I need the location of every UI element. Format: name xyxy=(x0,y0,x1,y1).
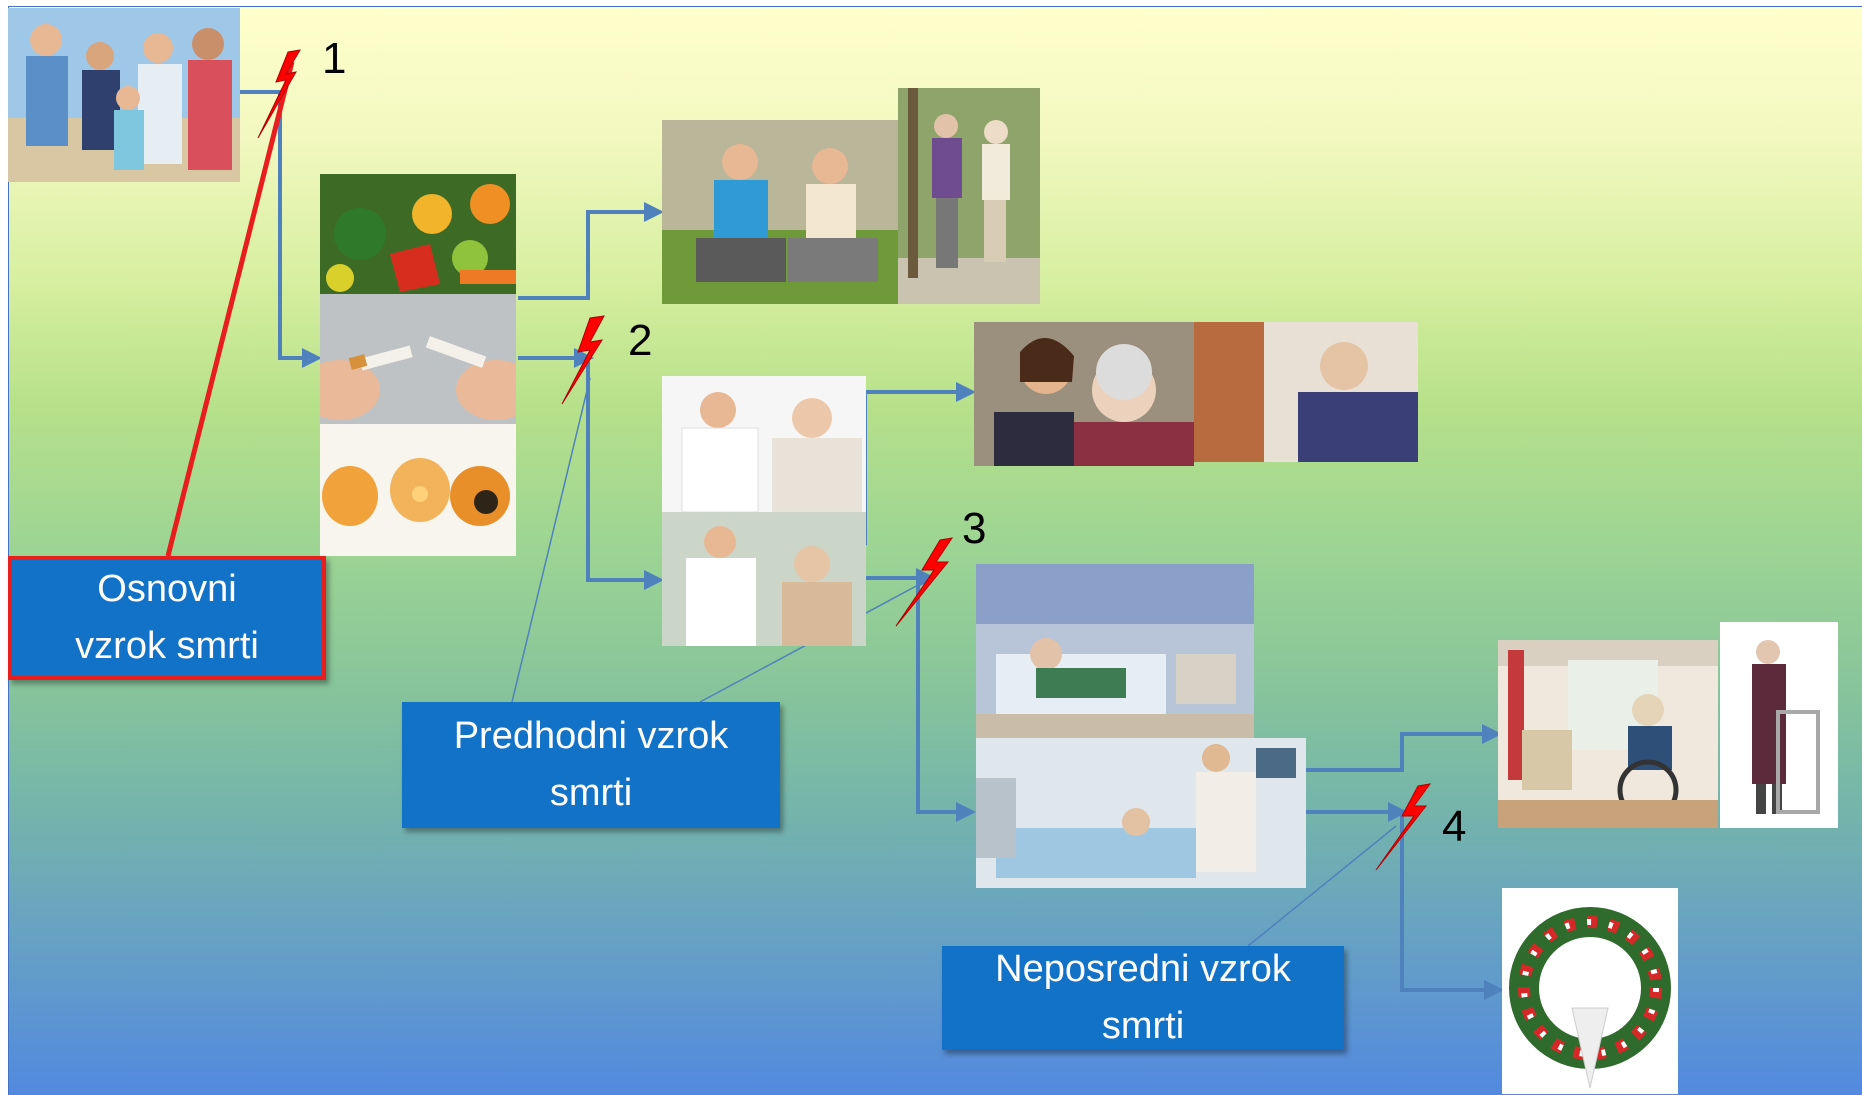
lightning-icon-3 xyxy=(895,537,954,627)
doctor-elderly-man-photo xyxy=(662,376,866,512)
lightning-icon-2 xyxy=(561,315,605,405)
elderly-couple-exercising-photo xyxy=(662,120,898,304)
caregiver-elderly-man-photo xyxy=(1194,322,1418,462)
lightning-icon-4 xyxy=(1375,783,1432,871)
elderly-couple-walking-photo xyxy=(898,88,1040,304)
funeral-wreath-photo xyxy=(1502,888,1678,1094)
arrow-doctor-to-caregiver xyxy=(863,382,976,545)
caregiver-elderly-woman-photo xyxy=(974,322,1194,466)
label-osnovni-text: Osnovni vzrok smrti xyxy=(75,568,259,667)
family-photo xyxy=(8,8,240,182)
step-number-1: 1 xyxy=(322,34,347,83)
lightning-icon-1 xyxy=(257,49,301,139)
walker-photo xyxy=(1720,622,1838,828)
wheelchair-photo xyxy=(1498,640,1718,828)
label-neposredni-vzrok: Neposredni vzrok smrti xyxy=(942,946,1344,1050)
arrow-icu-to-wheelchair xyxy=(1306,724,1502,772)
hospital-ward-photo xyxy=(976,564,1254,738)
label-neposredni-text: Neposredni vzrok smrti xyxy=(995,948,1291,1047)
callout-line-osnovni xyxy=(165,61,295,557)
arrow-veg-to-exercise xyxy=(518,202,664,300)
label-osnovni-vzrok: Osnovni vzrok smrti xyxy=(8,556,326,680)
step-number-4: 4 xyxy=(1442,802,1467,851)
step-number-3: 3 xyxy=(962,504,987,553)
label-predhodni-vzrok: Predhodni vzrok smrti xyxy=(402,702,780,828)
arrow-2-to-doctor xyxy=(586,358,664,590)
arrow-4-to-wreath xyxy=(1400,812,1504,1000)
callout-line-neposredni xyxy=(1247,825,1397,947)
label-predhodni-text: Predhodni vzrok smrti xyxy=(453,715,729,814)
pills-photo xyxy=(320,424,516,556)
broken-cigarette-photo xyxy=(320,294,516,424)
doctor-elderly-woman-photo xyxy=(662,512,866,646)
arrow-3-to-hospital xyxy=(916,578,976,822)
callout-line-predhodni xyxy=(511,377,591,703)
icu-bed-photo xyxy=(976,738,1306,888)
step-number-2: 2 xyxy=(628,316,653,365)
arrow-family-to-lifestyle xyxy=(240,90,322,368)
vegetables-photo xyxy=(320,174,516,294)
